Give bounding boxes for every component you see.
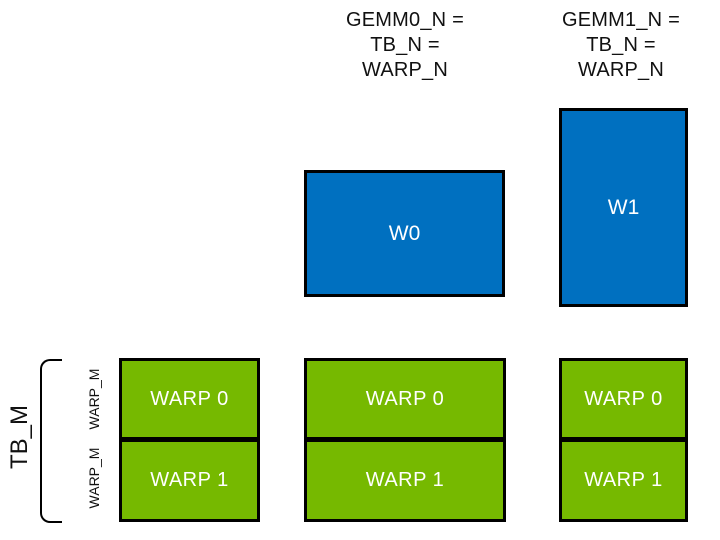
blue-tile-w0: W0 xyxy=(304,170,505,297)
column-header-gemm1: GEMM1_N = TB_N = WARP_N xyxy=(541,8,701,83)
warp-tile: WARP 0 xyxy=(304,358,506,440)
warp-tile-label: WARP 0 xyxy=(365,387,445,410)
warp-tile-label: WARP 1 xyxy=(150,469,229,491)
tb-m-bracket xyxy=(40,359,62,523)
warp-tile-label: WARP 0 xyxy=(584,387,663,410)
header-line: GEMM0_N = xyxy=(346,9,464,31)
blue-tile-label: W1 xyxy=(607,195,640,219)
blue-tile-label: W0 xyxy=(388,221,421,245)
warp-tile-label: WARP 1 xyxy=(365,469,445,491)
warp-tile: WARP 0 xyxy=(559,358,688,440)
warp-tile: WARP 0 xyxy=(119,358,260,440)
warp-column-0: WARP 0 WARP 1 xyxy=(119,358,260,522)
blue-tile-w1: W1 xyxy=(559,108,688,307)
header-line: GEMM1_N = xyxy=(562,9,680,31)
header-line: TB_N = xyxy=(370,34,440,56)
header-line: WARP_N xyxy=(361,59,449,81)
header-line: WARP_N xyxy=(577,59,665,81)
header-line: TB_N = xyxy=(586,34,656,56)
warp-tile: WARP 1 xyxy=(119,439,260,522)
warp-tile: WARP 1 xyxy=(559,439,688,522)
warp-tile-label: WARP 0 xyxy=(150,387,229,410)
warp-column-2: WARP 0 WARP 1 xyxy=(559,358,688,522)
column-header-gemm0: GEMM0_N = TB_N = WARP_N xyxy=(325,8,485,83)
warp-tile-label: WARP 1 xyxy=(584,469,663,491)
warp-m-label-row1: WARP_M xyxy=(86,447,102,509)
warp-column-1: WARP 0 WARP 1 xyxy=(304,358,506,522)
warp-m-label-row0: WARP_M xyxy=(86,368,102,430)
warp-tile: WARP 1 xyxy=(304,439,506,522)
tb-m-label: TB_M xyxy=(6,405,33,470)
